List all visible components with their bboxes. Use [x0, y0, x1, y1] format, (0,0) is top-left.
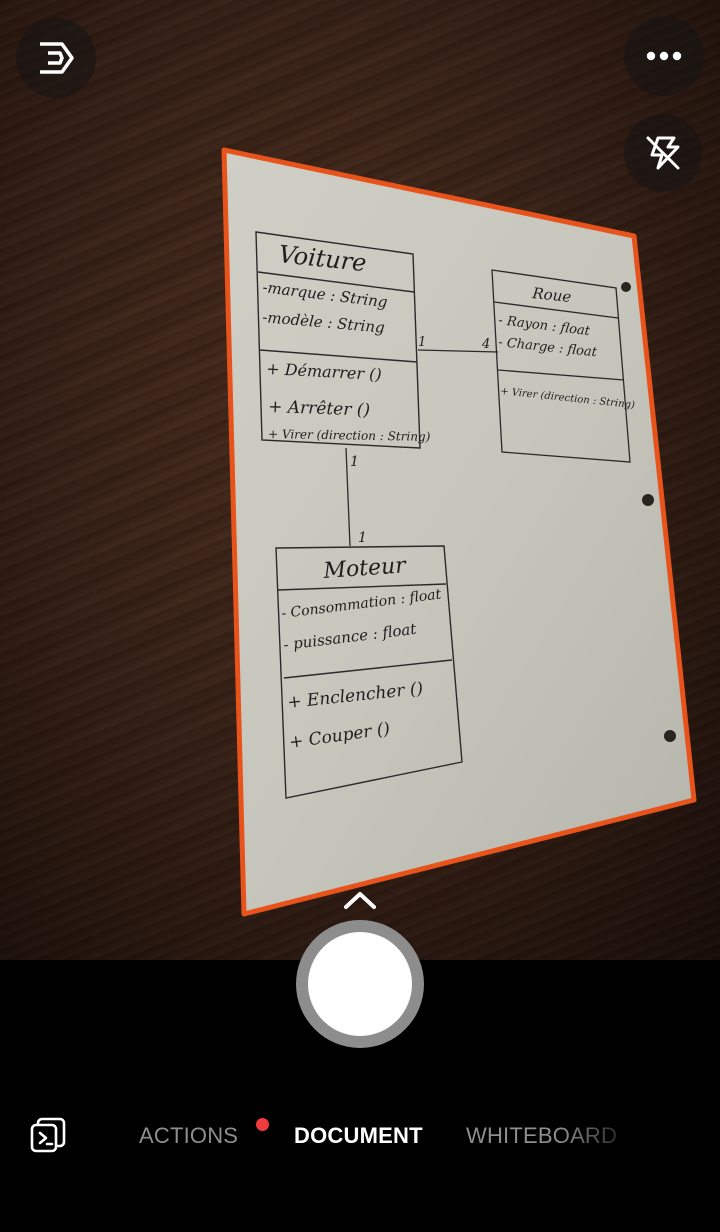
class-method: + Arrêter ()	[268, 397, 371, 421]
document-detection-outline[interactable]	[221, 147, 697, 917]
flash-toggle-button[interactable]	[624, 114, 702, 192]
exit-button[interactable]	[16, 18, 96, 98]
class-name-roue: Roue	[531, 284, 573, 306]
uml-class-voiture	[255, 231, 421, 449]
class-name-moteur: Moteur	[322, 553, 408, 584]
association-line	[417, 349, 499, 353]
multiplicity-label: 1	[350, 454, 359, 470]
more-options-button[interactable]	[624, 16, 704, 96]
uml-class-moteur	[275, 545, 463, 799]
exit-icon	[40, 42, 74, 74]
binder-hole	[621, 282, 631, 292]
camera-viewfinder[interactable]: Voiture -marque : String -modèle : Strin…	[0, 0, 720, 960]
shutter-button[interactable]	[296, 920, 424, 1048]
multiplicity-label: 1	[418, 335, 426, 350]
flash-off-icon	[646, 136, 680, 170]
expand-button[interactable]	[342, 888, 378, 912]
notification-dot	[256, 1118, 269, 1131]
mode-scroll-fade	[560, 1110, 720, 1160]
more-dots-icon	[646, 51, 682, 61]
gallery-import-button[interactable]	[26, 1114, 70, 1158]
binder-hole	[642, 494, 654, 506]
uml-class-roue	[491, 269, 631, 463]
mode-tab-actions[interactable]: ACTIONS	[139, 1123, 239, 1148]
class-method: + Virer (direction : String)	[268, 427, 431, 444]
multiplicity-label: 4	[481, 337, 490, 352]
chevron-up-icon	[344, 892, 376, 909]
gallery-import-icon	[30, 1117, 66, 1153]
association-line	[345, 447, 351, 547]
shutter-icon	[308, 932, 412, 1036]
mode-tab-document[interactable]: DOCUMENT	[294, 1123, 423, 1148]
multiplicity-label: 1	[358, 530, 367, 546]
mode-bar: ACTIONS DOCUMENT WHITEBOARD	[0, 1090, 720, 1180]
document-preview: Voiture -marque : String -modèle : Strin…	[221, 147, 697, 917]
paper-sheet	[224, 150, 694, 914]
binder-hole	[664, 730, 676, 742]
